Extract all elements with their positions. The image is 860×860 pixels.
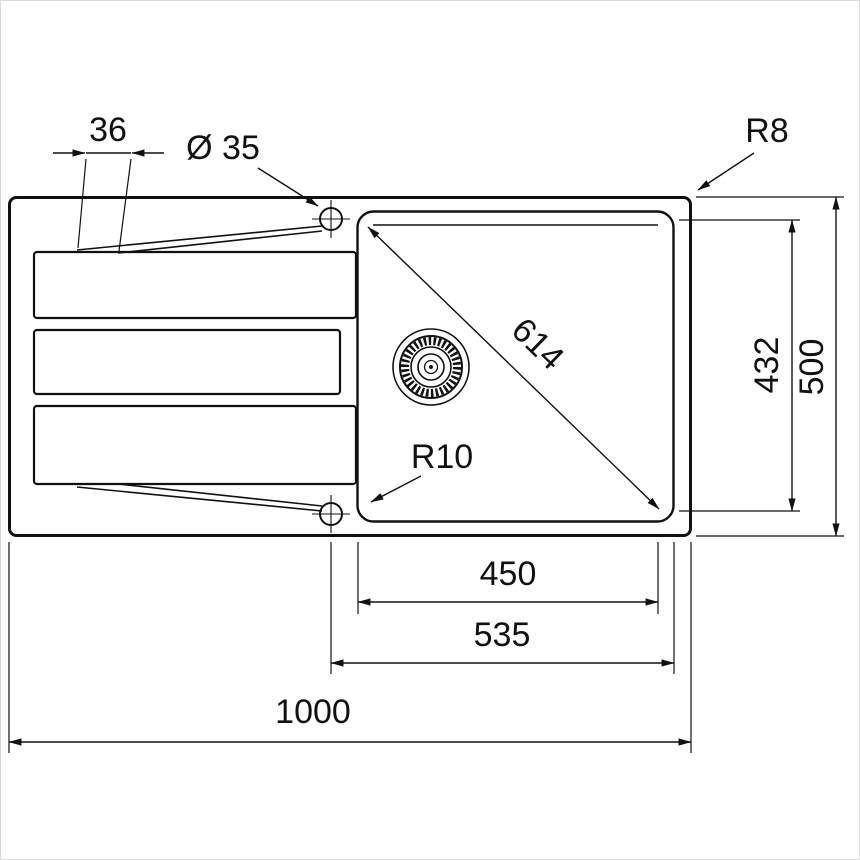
dim-bowl-inner-width: 450 bbox=[357, 542, 659, 614]
dim-bowl-inner-depth: 432 bbox=[679, 219, 800, 512]
drainboard-slat bbox=[32, 404, 358, 486]
ledge-edge-line bbox=[117, 483, 323, 507]
dim-label-500: 500 bbox=[793, 339, 831, 396]
drainboard bbox=[32, 225, 358, 512]
ledge-edge-line bbox=[76, 225, 323, 251]
tap-hole-top bbox=[312, 200, 350, 238]
dim-label-432: 432 bbox=[748, 337, 786, 394]
dim-label-r10: R10 bbox=[411, 438, 473, 476]
drainboard-slat bbox=[32, 328, 342, 396]
ledge-edge-line bbox=[76, 486, 323, 512]
dim-label-36: 36 bbox=[89, 111, 127, 149]
sink-bowl bbox=[356, 210, 675, 523]
dim-outer-corner-radius: R8 bbox=[697, 112, 789, 191]
dim-label-535: 535 bbox=[474, 616, 531, 654]
dim-label-dia35: Ø 35 bbox=[186, 129, 260, 167]
ledge-edge-line bbox=[117, 230, 323, 254]
drain-strainer bbox=[392, 328, 470, 406]
dim-label-r8: R8 bbox=[745, 112, 788, 150]
sink-outline bbox=[8, 196, 692, 537]
dim-bowl-corner-radius: R10 bbox=[370, 438, 473, 503]
dim-bowl-outer-width: 535 bbox=[330, 542, 675, 674]
dim-label-450: 450 bbox=[480, 555, 537, 593]
drainboard-slat bbox=[32, 250, 358, 320]
dim-overall-width: 1000 bbox=[8, 542, 692, 753]
dim-drainer-ledge-width: 36 bbox=[53, 111, 164, 252]
dim-label-1000: 1000 bbox=[275, 693, 351, 731]
dim-tap-hole-diameter: Ø 35 bbox=[186, 129, 319, 207]
dim-label-614: 614 bbox=[504, 311, 571, 378]
tap-hole-bottom bbox=[312, 495, 350, 533]
dim-overall-depth: 500 bbox=[696, 196, 844, 537]
